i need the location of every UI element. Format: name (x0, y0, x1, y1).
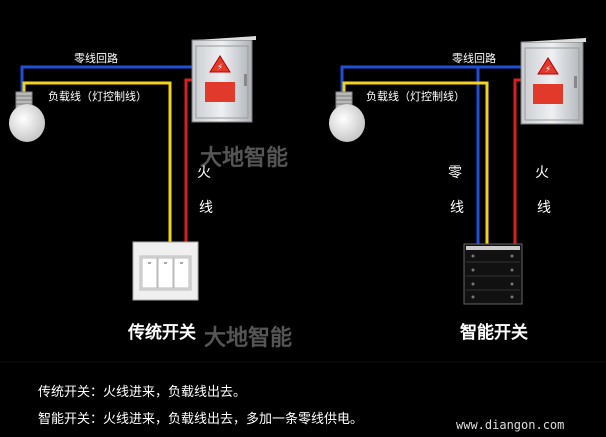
left-live-label-1: 火 (197, 165, 211, 181)
svg-text:⚡: ⚡ (545, 65, 551, 75)
left-live-label-2: 线 (199, 200, 213, 216)
watermark-brand: 大地智能 (200, 146, 289, 171)
right-load-line-label: 负载线（灯控制线） (366, 90, 465, 103)
right-live-label-2: 线 (537, 200, 551, 216)
right-bulb-icon (329, 91, 365, 142)
right-distribution-box: ⚡ (520, 38, 586, 125)
right-neutral-loop-label: 零线回路 (452, 52, 496, 65)
left-neutral-loop-label: 零线回路 (74, 52, 118, 65)
footer-url: www.diangon.com (456, 418, 565, 432)
warning-icon (537, 57, 559, 75)
left-load-line-label: 负载线（灯控制线） (48, 90, 147, 103)
left-load-wire (22, 81, 172, 242)
left-bulb-icon (9, 91, 45, 142)
left-neutral-wire (20, 65, 192, 92)
right-zero-label-1: 零 (448, 165, 462, 181)
svg-text:⚡: ⚡ (217, 63, 223, 73)
smart-switch (463, 243, 523, 305)
left-distribution-box: ⚡ (191, 36, 256, 123)
left-diagram: ⚡ (9, 36, 256, 301)
right-load-wire (342, 81, 489, 244)
left-title: 传统开关 (128, 323, 196, 343)
right-zero-label-2: 线 (450, 200, 464, 216)
right-diagram: ⚡ (329, 38, 586, 305)
right-neutral-wire (340, 65, 521, 92)
note-traditional: 传统开关：火线进来，负载线出去。 (38, 385, 247, 400)
traditional-switch (132, 241, 199, 301)
note-smart: 智能开关：火线进来，负载线出去，多加一条零线供电。 (38, 412, 364, 427)
warning-icon (209, 55, 231, 73)
right-live-label-1: 火 (535, 165, 549, 181)
right-title: 智能开关 (460, 323, 528, 343)
watermark-brand-2: 大地智能 (204, 326, 293, 351)
